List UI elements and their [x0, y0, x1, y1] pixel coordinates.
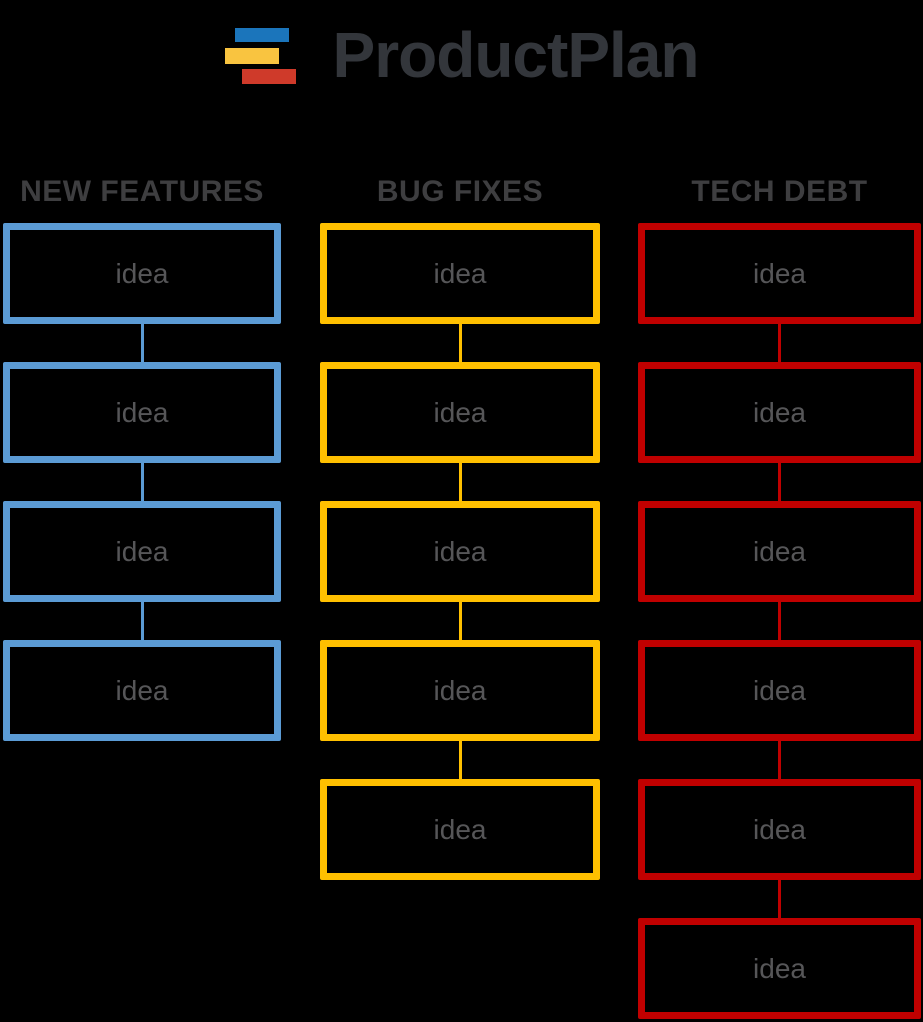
connector-line — [458, 741, 462, 779]
idea-card-label: idea — [753, 535, 806, 567]
connector-line — [458, 463, 462, 501]
idea-card-label: idea — [753, 674, 806, 706]
idea-card: idea — [638, 362, 921, 463]
connector-line — [140, 602, 144, 640]
logo-bar-red-icon — [241, 68, 296, 84]
column-new-features: NEW FEATURES idea idea idea idea — [3, 166, 281, 741]
idea-card: idea — [638, 640, 921, 741]
idea-card-label: idea — [115, 396, 169, 428]
idea-card: idea — [3, 640, 281, 741]
productplan-logo: ProductPlan — [0, 19, 923, 91]
connector-line — [140, 324, 144, 362]
idea-card: idea — [320, 362, 600, 463]
idea-card: idea — [320, 501, 600, 602]
idea-card: idea — [638, 779, 921, 880]
idea-card-label: idea — [753, 396, 806, 428]
idea-card-label: idea — [115, 674, 169, 706]
connector-line — [778, 741, 781, 779]
idea-card-label: idea — [753, 257, 806, 289]
logo-bar-blue-icon — [234, 27, 289, 42]
connector-line — [458, 324, 462, 362]
idea-card: idea — [638, 223, 921, 324]
idea-card: idea — [638, 501, 921, 602]
column-header: TECH DEBT — [691, 175, 868, 208]
productplan-logo-icon — [224, 27, 296, 84]
idea-card: idea — [3, 223, 281, 324]
logo-wordmark: ProductPlan — [332, 19, 700, 91]
idea-card-label: idea — [433, 396, 487, 428]
idea-card-label: idea — [115, 535, 169, 567]
idea-card: idea — [3, 501, 281, 602]
idea-card-label: idea — [753, 813, 806, 845]
connector-line — [778, 463, 781, 501]
connector-line — [458, 602, 462, 640]
column-header: NEW FEATURES — [20, 175, 264, 208]
idea-card-label: idea — [433, 674, 487, 706]
idea-card: idea — [320, 779, 600, 880]
column-bug-fixes: BUG FIXES idea idea idea idea idea — [320, 166, 600, 880]
idea-card-label: idea — [753, 952, 806, 984]
idea-card: idea — [320, 640, 600, 741]
idea-card: idea — [638, 918, 921, 1019]
connector-line — [778, 324, 781, 362]
idea-card-label: idea — [433, 257, 487, 289]
column-tech-debt: TECH DEBT idea idea idea idea idea idea — [638, 166, 921, 1019]
idea-card: idea — [3, 362, 281, 463]
idea-card: idea — [320, 223, 600, 324]
connector-line — [778, 602, 781, 640]
idea-card-label: idea — [433, 535, 487, 567]
column-header: BUG FIXES — [376, 175, 544, 208]
idea-card-label: idea — [433, 813, 487, 845]
logo-bar-yellow-icon — [224, 47, 279, 64]
connector-line — [778, 880, 781, 918]
connector-line — [140, 463, 144, 501]
idea-card-label: idea — [115, 257, 169, 289]
